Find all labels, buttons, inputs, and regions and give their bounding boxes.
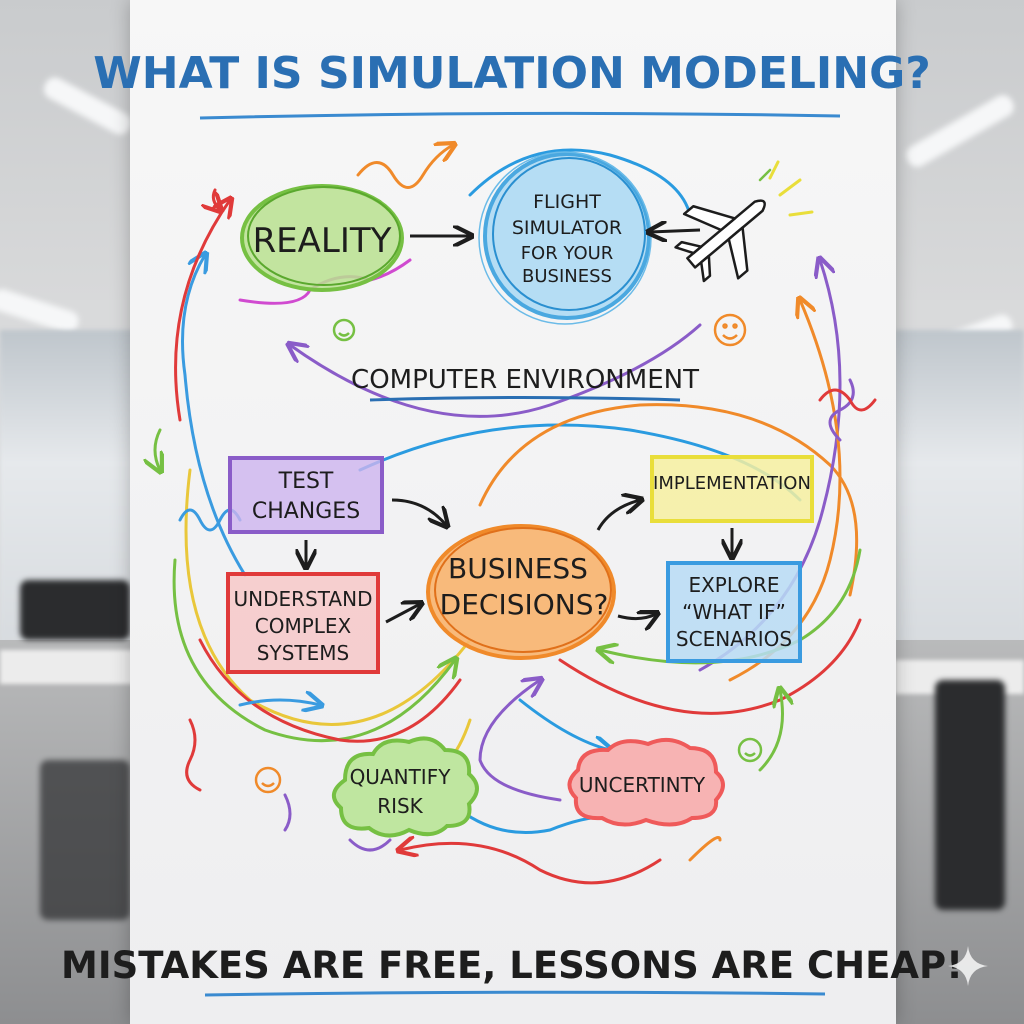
- connector: [181, 255, 247, 577]
- node-reality: REALITY: [240, 184, 404, 292]
- node-flight-simulator: FLIGHT SIMULATOR FOR YOUR BUSINESS: [478, 151, 652, 325]
- connector: [238, 700, 320, 705]
- node-simulator-line: FOR YOUR: [521, 243, 614, 264]
- computer-environment-underline: [369, 396, 681, 402]
- node-test-changes-line: TEST: [278, 469, 334, 494]
- connector: [558, 618, 862, 715]
- sparkle-icon: [948, 946, 988, 986]
- airplane-icon: [674, 199, 766, 283]
- connector: [478, 680, 562, 802]
- office-chair: [40, 760, 130, 920]
- arrow-test-to-business: [391, 498, 446, 525]
- connector: [518, 698, 610, 750]
- tagline-underline: [204, 990, 826, 997]
- node-simulator-line: FLIGHT: [533, 191, 601, 213]
- page-title: WHAT IS SIMULATION MODELING?: [93, 48, 931, 99]
- smiley-icon: [737, 737, 763, 763]
- node-explore-line: SCENARIOS: [676, 627, 792, 651]
- monitor: [20, 580, 130, 640]
- node-simulator-line: BUSINESS: [522, 266, 612, 287]
- smiley-icon: [332, 318, 356, 342]
- connector: [172, 558, 455, 743]
- node-business-line: BUSINESS: [448, 552, 588, 585]
- node-test-changes-line: CHANGES: [252, 499, 360, 524]
- motion-lines: [758, 168, 772, 182]
- arrow-business-to-implementation: [596, 500, 640, 531]
- connector: [478, 403, 859, 597]
- node-simulator-line: SIMULATOR: [512, 217, 622, 239]
- node-understand-complex-systems: UNDERSTAND COMPLEX SYSTEMS: [226, 572, 380, 674]
- node-explore-line: EXPLORE: [688, 573, 779, 597]
- title-underline: [199, 111, 841, 120]
- node-explore-what-if: EXPLORE “WHAT IF” SCENARIOS: [666, 561, 802, 663]
- smiley-icon: [713, 313, 747, 347]
- connector: [468, 148, 692, 217]
- connector: [198, 638, 462, 743]
- motion-lines: [768, 160, 814, 217]
- squiggle: [283, 793, 292, 832]
- node-understand-line: UNDERSTAND: [234, 587, 373, 611]
- node-business-decisions: BUSINESS DECISIONS?: [426, 524, 616, 660]
- node-implementation-label: IMPLEMENTATION: [653, 473, 811, 494]
- node-understand-line: COMPLEX: [255, 614, 352, 638]
- node-uncertainty: UNCERTINTY: [567, 737, 725, 827]
- node-reality-label: REALITY: [253, 221, 392, 261]
- node-uncertainty-label: UNCERTINTY: [579, 773, 706, 797]
- squiggle: [828, 378, 855, 442]
- node-quantify-risk: QUANTIFY RISK: [332, 736, 479, 838]
- tagline: MISTAKES ARE FREE, LESSONS ARE CHEAP!: [61, 944, 963, 987]
- squiggle: [185, 718, 202, 792]
- connector: [356, 145, 453, 189]
- connector: [688, 836, 722, 862]
- node-implementation: IMPLEMENTATION: [650, 455, 814, 523]
- computer-environment-label: COMPUTER ENVIRONMENT: [351, 365, 699, 395]
- squiggle: [213, 188, 220, 210]
- node-understand-line: SYSTEMS: [257, 641, 349, 665]
- window: [895, 330, 1024, 660]
- node-test-changes: TEST CHANGES: [228, 456, 384, 534]
- connector: [758, 690, 783, 772]
- squiggle: [818, 388, 877, 412]
- node-quantify-line: RISK: [377, 794, 423, 818]
- node-quantify-line: QUANTIFY: [350, 765, 452, 789]
- node-explore-line: “WHAT IF”: [682, 600, 786, 624]
- connector: [174, 200, 230, 422]
- arrow-business-to-explore: [617, 614, 656, 619]
- node-business-line: DECISIONS?: [440, 588, 609, 621]
- arrow-understand-to-business: [385, 604, 420, 624]
- squiggle: [155, 428, 160, 470]
- arrow-plane-to-simulator: [650, 230, 701, 232]
- smiley-icon: [254, 766, 282, 794]
- office-chair: [935, 680, 1005, 910]
- squiggle: [348, 838, 392, 852]
- connector: [400, 843, 662, 885]
- desk: [0, 650, 135, 684]
- connector: [290, 323, 702, 418]
